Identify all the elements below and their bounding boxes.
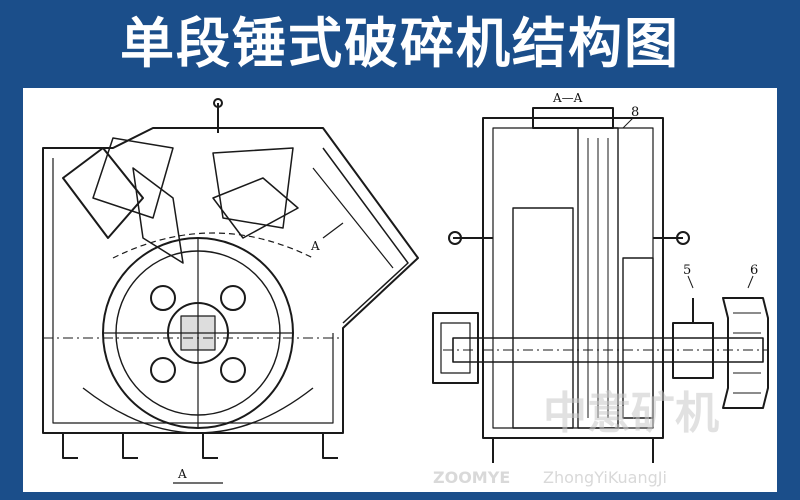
hammer-arm-right [212, 177, 299, 239]
leader-6 [747, 275, 754, 289]
right-liner [322, 147, 409, 324]
watermark-brand-en: ZOOMYE [433, 468, 510, 487]
leader-8 [622, 117, 634, 129]
leader-5 [687, 275, 694, 289]
section-title-a-a: A—A [552, 91, 583, 105]
rotor-hole-4 [220, 357, 246, 383]
side-top-box [532, 107, 614, 129]
part-label-6: 6 [750, 263, 758, 278]
front-elevation-view [42, 98, 419, 484]
feed-liner-plate [92, 137, 174, 219]
hammer-arm-left [132, 167, 184, 264]
side-section-view [432, 107, 769, 463]
rotor-hole-2 [220, 285, 246, 311]
feed-liner-left [62, 147, 144, 239]
section-arrow-top [322, 222, 344, 239]
part-label-5: 5 [683, 263, 691, 278]
part-label-8: 8 [631, 105, 639, 120]
rotor-hole-3 [150, 357, 176, 383]
impact-plate [212, 147, 294, 229]
watermark-pinyin: ZhongYiKuangJi [543, 468, 667, 487]
section-label-a-top: A [310, 239, 320, 253]
handwheel-right [676, 231, 690, 245]
left-coupling [432, 312, 479, 384]
rotor-hole-1 [150, 285, 176, 311]
handwheel-left [448, 231, 462, 245]
hammer-column [577, 127, 619, 429]
pulley [722, 297, 769, 409]
watermark-brand-zh: 中意矿机 [543, 388, 719, 439]
right-liner-inner [312, 167, 394, 269]
foot-3 [202, 433, 218, 459]
section-label-a-bottom: A [177, 467, 187, 481]
diagram-panel: A A [23, 88, 777, 492]
housing-outline [42, 127, 419, 434]
housing-inner-line [52, 158, 334, 424]
side-casing [482, 117, 664, 439]
left-coupling-inner [440, 322, 471, 374]
foot-2 [122, 433, 138, 459]
rotor-plates [512, 207, 574, 429]
top-bolt-head [213, 98, 223, 108]
hammer-swing-arc [112, 232, 314, 259]
crusher-drawing: A A [42, 91, 769, 487]
foot-1 [62, 433, 78, 459]
foot-4 [322, 433, 338, 459]
page-title: 单段锤式破碎机结构图 [120, 12, 680, 75]
grate-arc [82, 387, 314, 434]
